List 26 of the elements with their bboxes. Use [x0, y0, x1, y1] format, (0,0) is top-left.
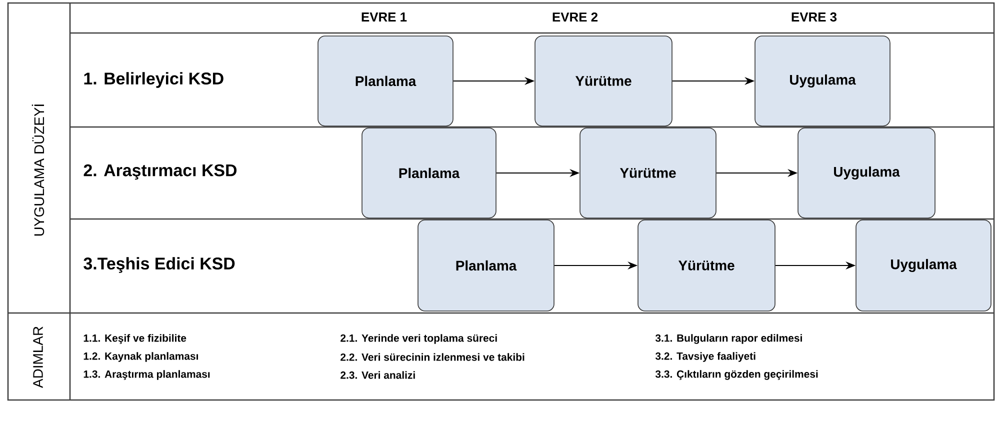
row-label: 3.Teşhis Edici KSD [84, 257, 235, 273]
step-item: 1.3. Araştırma planlaması [84, 370, 210, 380]
process-box: Yürütme [580, 128, 716, 218]
step-item: 2.2. Veri sürecinin izlenmesi ve takibi [340, 353, 524, 361]
process-box: Planlama [318, 36, 454, 126]
step-item: 2.1. Yerinde veri toplama süreci [340, 334, 497, 344]
process-box: Uygulama [754, 36, 890, 126]
step-item: 2.3. Veri analizi [340, 371, 415, 379]
vertical-title: ADIMLAR [33, 326, 43, 388]
process-box: Uygulama [856, 220, 992, 312]
column-header: EVRE 1 [362, 12, 407, 22]
process-box: Yürütme [638, 220, 776, 312]
step-item: 3.3. Çıktıların gözden geçirilmesi [655, 370, 818, 380]
process-box: Yürütme [534, 36, 672, 126]
column-header: EVRE 3 [792, 12, 837, 22]
process-box: Planlama [362, 128, 496, 218]
process-box: Planlama [418, 220, 554, 312]
row-label: 1. Belirleyici KSD [84, 72, 224, 88]
step-item: 3.1. Bulguların rapor edilmesi [655, 334, 802, 344]
column-header: EVRE 2 [552, 12, 598, 22]
step-item: 3.2. Tavsiye faaliyeti [655, 352, 756, 362]
step-item: 1.1. Keşif ve fizibilite [84, 334, 186, 344]
step-item: 1.2. Kaynak planlaması [84, 352, 198, 362]
process-box: Uygulama [798, 128, 936, 218]
vertical-title: UYGULAMA DÜZEYİ [32, 104, 44, 236]
row-label: 2. Araştırmacı KSD [84, 164, 237, 180]
